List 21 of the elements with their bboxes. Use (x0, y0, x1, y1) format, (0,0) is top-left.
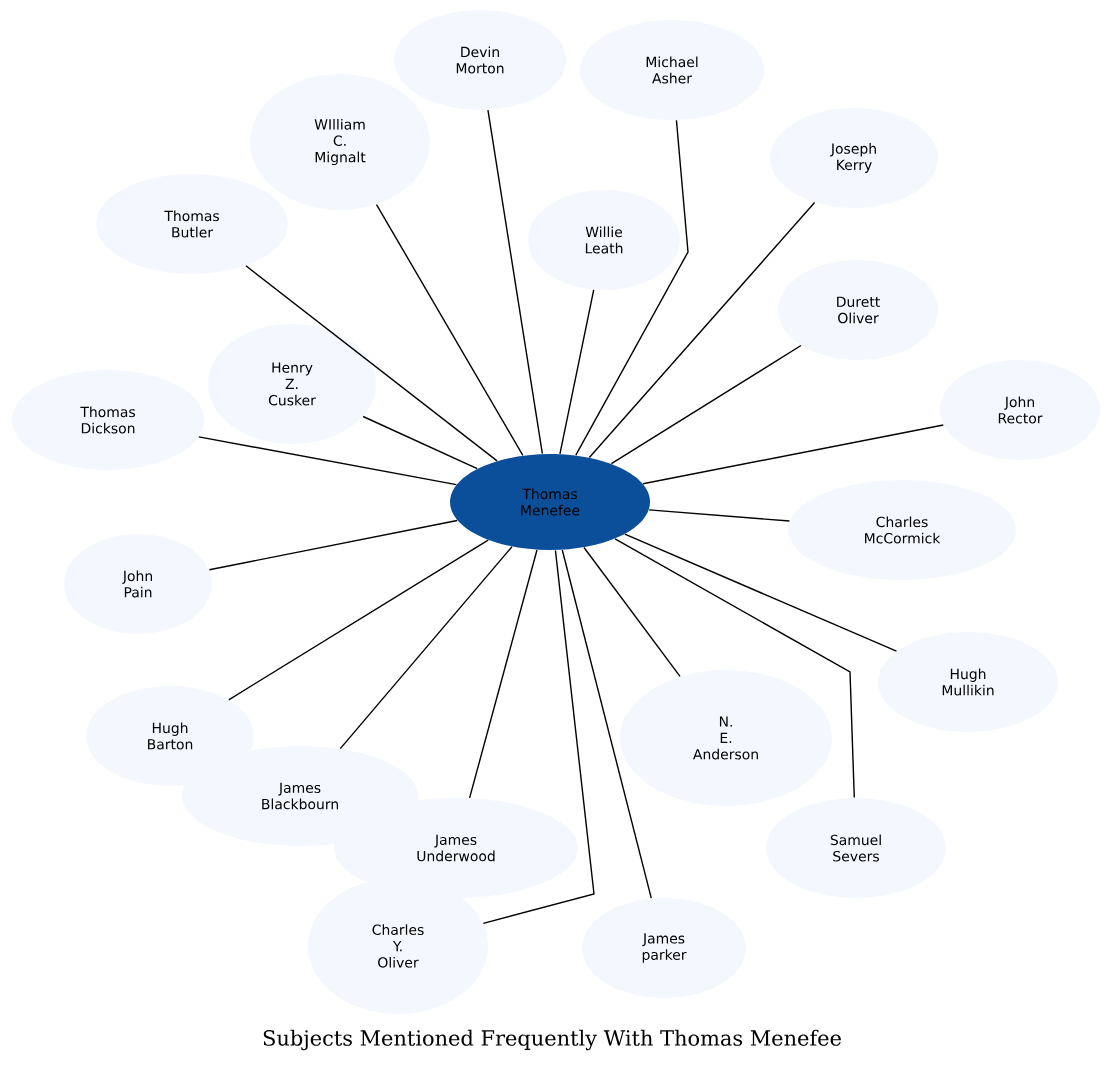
connector-line (228, 539, 489, 701)
connector-line (561, 549, 652, 899)
chart-title: Subjects Mentioned Frequently With Thomas Menefee (263, 1029, 841, 1051)
connector-line (642, 424, 944, 485)
connector-line (482, 549, 595, 925)
connector-line (362, 415, 478, 470)
connector-line (583, 546, 681, 677)
connector-line (575, 119, 689, 456)
connector-line (468, 549, 538, 799)
connector-line (648, 509, 791, 522)
connector-line (375, 203, 524, 457)
connector-line (559, 289, 595, 455)
connector-line (339, 546, 513, 750)
connector-line (198, 436, 457, 486)
connector-line (624, 533, 898, 652)
connector-line (614, 538, 855, 799)
connector-line (245, 265, 498, 462)
connector-line (610, 344, 802, 465)
connector-line (588, 201, 816, 459)
connector-line (487, 109, 544, 455)
connector-line (208, 519, 458, 571)
